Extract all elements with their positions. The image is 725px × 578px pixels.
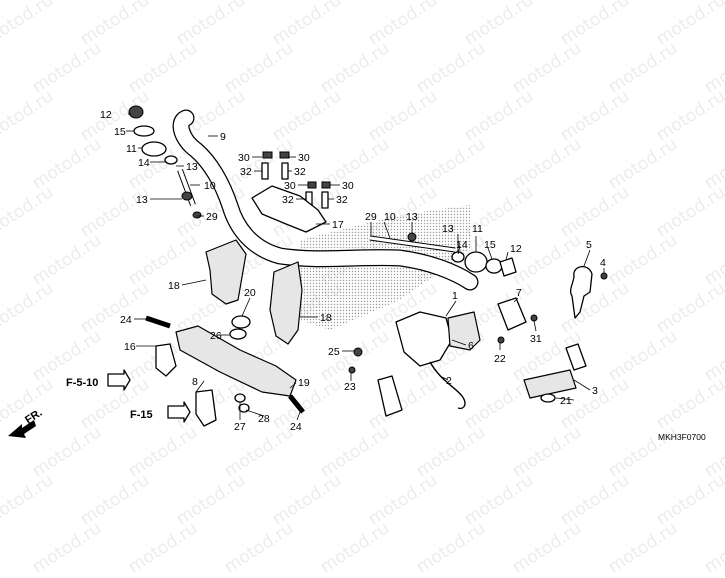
upper-holder bbox=[251, 185, 327, 233]
top-bridge bbox=[175, 325, 297, 397]
right-weight-parts bbox=[369, 232, 517, 277]
callout-25: 12 bbox=[510, 243, 522, 255]
callout-39: 8 bbox=[192, 376, 198, 388]
callout-3: 14 bbox=[138, 157, 150, 169]
front-arrow bbox=[8, 420, 36, 438]
callout-40: 19 bbox=[298, 377, 310, 389]
callout-12: 32 bbox=[294, 166, 306, 178]
callout-29: 20 bbox=[244, 287, 256, 299]
callout-13: 30 bbox=[284, 180, 296, 192]
bolt-right bbox=[288, 394, 305, 414]
ignition-key bbox=[569, 266, 608, 319]
left-holder bbox=[205, 239, 247, 305]
callout-9: 30 bbox=[238, 152, 250, 164]
callout-20: 13 bbox=[406, 211, 418, 223]
callout-21: 13 bbox=[442, 223, 454, 235]
bracket-7 bbox=[497, 297, 527, 331]
callout-2: 11 bbox=[126, 143, 137, 155]
callout-36: 6 bbox=[468, 340, 474, 352]
callout-26: 5 bbox=[586, 239, 592, 251]
leader-lines bbox=[126, 113, 605, 421]
callout-7: 29 bbox=[206, 211, 218, 223]
callout-42: 28 bbox=[258, 413, 270, 425]
ref-box-f15 bbox=[167, 401, 191, 423]
washer-27 bbox=[234, 393, 246, 403]
ignition-switch bbox=[348, 311, 481, 417]
callout-22: 14 bbox=[456, 239, 468, 251]
callout-23: 11 bbox=[472, 223, 483, 235]
callout-16: 32 bbox=[336, 194, 348, 206]
callout-35: 23 bbox=[344, 381, 356, 393]
callout-45: 22 bbox=[494, 353, 506, 365]
callout-8: 9 bbox=[220, 131, 226, 143]
callout-11: 32 bbox=[240, 166, 252, 178]
right-holder bbox=[269, 261, 303, 345]
callout-37: 1 bbox=[452, 290, 458, 302]
callout-4: 13 bbox=[186, 161, 198, 173]
shaded-area bbox=[300, 205, 470, 330]
callout-48: 21 bbox=[560, 395, 572, 407]
clamp-8 bbox=[195, 389, 217, 427]
callout-27: 4 bbox=[600, 257, 606, 269]
bushing-upper bbox=[231, 315, 251, 329]
drawing-code: MKH3F0700 bbox=[658, 432, 706, 442]
parts-diagram: 12 15 11 14 13 10 13 29 9 30 30 32 32 30… bbox=[8, 105, 706, 442]
callout-19: 10 bbox=[384, 211, 396, 223]
callout-24: 15 bbox=[484, 239, 496, 251]
callout-10: 30 bbox=[298, 152, 310, 164]
callout-0: 12 bbox=[100, 109, 112, 121]
callout-1: 15 bbox=[114, 126, 126, 138]
ref-label-f510: F-5-10 bbox=[66, 377, 98, 389]
clamp-16 bbox=[155, 343, 177, 377]
callout-28: 18 bbox=[168, 280, 180, 292]
callout-46: 31 bbox=[530, 333, 542, 345]
ref-label-f15: F-15 bbox=[130, 409, 153, 421]
callout-14: 30 bbox=[342, 180, 354, 192]
callout-6: 13 bbox=[136, 194, 148, 206]
callout-30: 24 bbox=[120, 314, 132, 326]
handlebar-pipe bbox=[172, 109, 479, 291]
callout-47: 3 bbox=[592, 385, 598, 397]
bushing-lower bbox=[229, 328, 247, 340]
callout-18: 29 bbox=[365, 211, 377, 223]
callout-17: 17 bbox=[332, 219, 344, 231]
callout-38: 2 bbox=[446, 375, 452, 387]
left-weight-parts bbox=[128, 105, 202, 219]
callout-15: 32 bbox=[282, 194, 294, 206]
ref-box-f510 bbox=[107, 369, 131, 391]
callout-33: 25 bbox=[328, 346, 340, 358]
key-fob bbox=[523, 343, 587, 403]
screw-22 bbox=[497, 336, 505, 344]
callout-41: 27 bbox=[234, 421, 246, 433]
callout-31: 18 bbox=[320, 312, 332, 324]
callout-5: 10 bbox=[204, 180, 216, 192]
callout-44: 7 bbox=[516, 287, 522, 299]
callout-43: 24 bbox=[290, 421, 302, 433]
screw-31 bbox=[530, 314, 538, 322]
bolt-left bbox=[145, 315, 171, 329]
callout-32: 26 bbox=[210, 330, 222, 342]
switch-cable bbox=[429, 361, 466, 410]
front-label: FR. bbox=[23, 407, 44, 427]
callout-labels: 12 15 11 14 13 10 13 29 9 30 30 32 32 30… bbox=[100, 109, 606, 433]
callout-34: 16 bbox=[124, 341, 136, 353]
